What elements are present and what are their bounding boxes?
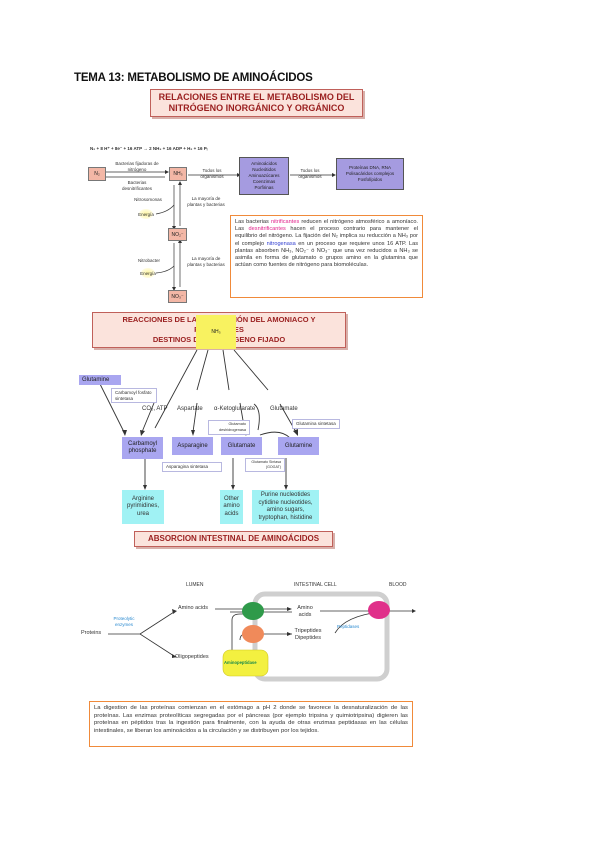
- denitrifying-bacteria-label: Bacterias desnitrificantes: [121, 180, 152, 191]
- heading-line: NITRÓGENO INORGÁNICO Y ORGÁNICO: [168, 103, 345, 113]
- most-plants-label: La mayoría de plantas y bacterias: [187, 196, 225, 207]
- biomolecule-item: Coenzimas: [252, 179, 276, 184]
- asparagine-synthetase-label: Asparagina sintetasa: [162, 462, 222, 472]
- destination-other-amino-acids-box: Other amino acids: [220, 490, 243, 524]
- glutamate-dehydrogenase-label: Glutamato deshidrogenasa: [208, 420, 250, 435]
- asparagine-box: Asparagine: [172, 437, 213, 455]
- macromolecules-box: Proteínas DNA, RNA Polisacáridos complej…: [336, 158, 404, 190]
- glutamate-box: Glutamate: [221, 437, 262, 455]
- n2-box: N₂: [88, 167, 106, 181]
- macromolecule-item: Fosfolípidos: [357, 177, 383, 182]
- carbamoyl-phosphate-box: Carbamoyl phosphate: [122, 437, 163, 459]
- aminopeptidase-box: [222, 649, 269, 677]
- biomolecule-item: Porfirinas: [254, 185, 274, 190]
- nitrobacter-label: Nitrobacter: [137, 258, 160, 263]
- carbamoyl-synthetase-label: Carbamoyl fosfato sintetasa: [111, 388, 157, 403]
- biomolecule-item: Aminoácidos: [251, 161, 277, 166]
- proteins-label: Proteins: [81, 630, 102, 636]
- destination-purine-box: Purine nucleotides cytidine nucleotides,…: [252, 490, 319, 524]
- peptide-transporter: [242, 625, 264, 643]
- glutamate-input-label: Glutamate: [270, 406, 298, 412]
- nh3-box: NH₃: [196, 315, 236, 349]
- all-organisms-label: Todos los organismos: [200, 168, 224, 179]
- protein-digestion-note: La digestion de las proteínas comienzan …: [89, 701, 413, 747]
- biomolecules-box: Aminoácidos Nucleótidos Aminoazúcares Co…: [239, 157, 289, 195]
- lumen-label: LUMEN: [186, 582, 204, 588]
- glutamine-synthetase-label: Glutamina sintetasa: [292, 419, 340, 429]
- section-heading-intestinal-absorption: ABSORCION INTESTINAL DE AMINOÁCIDOS: [134, 531, 333, 547]
- intestinal-cell-label: INTESTINAL CELL: [294, 582, 337, 588]
- amino-acid-transporter: [242, 602, 264, 620]
- note-highlight: desnitrificantes: [248, 226, 286, 233]
- no2-box: NO₂⁻: [168, 228, 187, 241]
- peptidases-label: Peptidases: [337, 624, 360, 629]
- heading-line: RELACIONES ENTRE EL METABOLISMO DEL: [158, 92, 355, 102]
- aminopeptidase-label: Aminopeptidase: [224, 660, 257, 665]
- destination-arginine-box: Arginine pyrimidines, urea: [122, 490, 164, 524]
- page-title: TEMA 13: METABOLISMO DE AMINOÁCIDOS: [74, 72, 313, 84]
- energy-icon: [141, 268, 155, 278]
- plants-bacteria-label: La mayoría de plantas y bacterias: [187, 256, 225, 267]
- nh3-box: NH₃: [169, 167, 187, 181]
- oligopeptides-label: Oligopeptides: [175, 654, 209, 660]
- note-text: hacen el proceso contrario para mantener…: [235, 226, 418, 247]
- glutamate-synthase-label: Glutamato Sintasa (GOGAT): [245, 458, 285, 472]
- proteolytic-enzymes-label: Proteolytic enzymes: [113, 616, 135, 627]
- biomolecule-item: Nucleótidos: [252, 167, 276, 172]
- nitrogenase-equation: N₂ + 8 H⁺ + 8e⁻ + 16 ATP → 2 NH₃ + 16 AD…: [90, 146, 208, 151]
- glutamine-box: Glutamine: [278, 437, 319, 455]
- ketoglutarate-label: α-Ketoglutarate: [214, 406, 256, 412]
- fixing-bacteria-label: Bacterias fijadoras de nitrógeno: [115, 161, 159, 172]
- energy-label: Energía: [140, 271, 156, 276]
- no3-box: NO₃⁻: [168, 290, 187, 303]
- blood-transporter: [368, 601, 390, 619]
- macromolecule-item: Proteínas DNA, RNA: [348, 165, 391, 170]
- aspartate-label: Aspartate: [177, 406, 203, 412]
- note-highlight: nitrificantes: [270, 219, 300, 225]
- blood-label: BLOOD: [389, 582, 407, 588]
- note-text: en un proceso que requiere unos 16 ATP. …: [235, 240, 418, 269]
- tripeptides-dipeptides-label: Tripeptides Dipeptides: [294, 628, 322, 641]
- energy-label: Energía: [138, 212, 154, 217]
- biomolecule-item: Aminoazúcares: [248, 173, 280, 178]
- amino-acids-lumen-label: Amino acids: [178, 605, 208, 611]
- amino-acids-cell-label: Amino acids: [297, 605, 313, 618]
- co2-atp-label: CO₂, ATP: [142, 406, 168, 412]
- nitrogen-fixation-note: Las bacterias nitrificantes reducen el n…: [230, 215, 423, 298]
- energy-icon: [139, 209, 153, 219]
- note-text: reducen el nitrógeno atmosférico a amoní…: [235, 219, 418, 233]
- glutamine-source-box: Glutamine: [79, 375, 121, 385]
- nitrosomonas-label: Nitrosomonas: [134, 197, 162, 202]
- note-text: Las bacterias: [235, 219, 271, 225]
- all-organisms-label: Todos los organismos: [298, 168, 322, 179]
- macromolecule-item: Polisacáridos complejos: [345, 171, 395, 176]
- section-heading-nitrogen-relations: RELACIONES ENTRE EL METABOLISMO DEL NITR…: [150, 89, 363, 117]
- note-highlight: nitrogenasa: [266, 240, 296, 247]
